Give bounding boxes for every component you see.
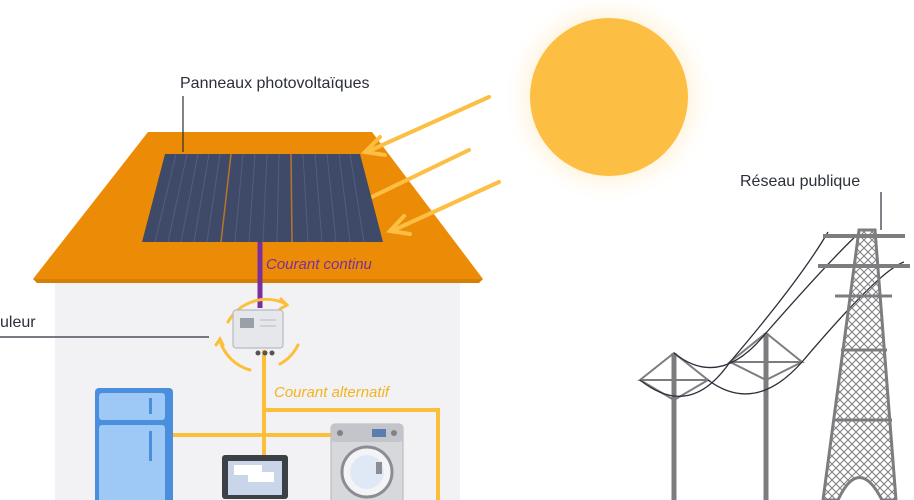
ac-wires — [173, 350, 440, 500]
ray-arrow-1 — [367, 95, 491, 153]
transmission-tower-icon — [818, 228, 910, 500]
laptop-icon — [222, 455, 288, 499]
panels-label: Panneaux photovoltaïques — [180, 75, 370, 92]
inverter-icon — [232, 309, 284, 356]
ray-arrow-3 — [392, 180, 501, 232]
ac-label: Courant alternatif — [274, 384, 390, 401]
washing-machine-icon — [330, 423, 404, 500]
dc-label: Courant continu — [266, 256, 372, 273]
sun-icon — [501, 0, 717, 205]
inverter-label: uleur — [0, 314, 36, 331]
utility-pole-icon — [637, 331, 805, 500]
inverter-cycle-arrows — [214, 297, 300, 372]
grid-label: Réseau publique — [740, 173, 861, 190]
solar-panel-icon — [142, 153, 383, 243]
fridge-icon — [95, 388, 173, 500]
